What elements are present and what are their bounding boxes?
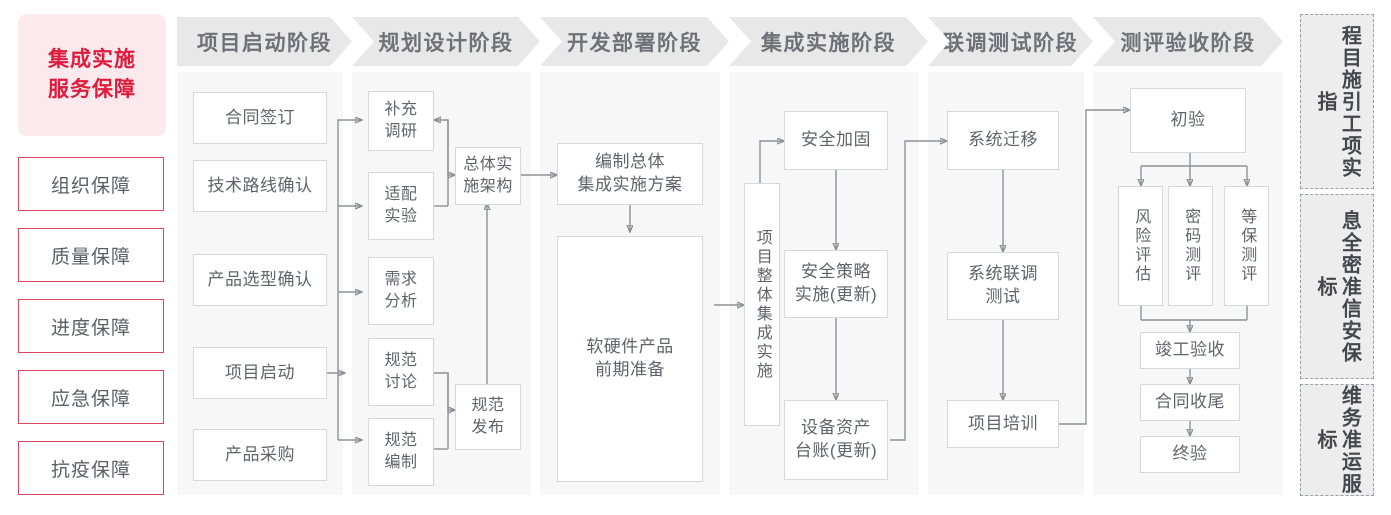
node-jungong-yanshou[interactable]: 竣工验收 bbox=[1140, 332, 1240, 369]
node-bianzhi-fangan[interactable]: 编制总体 集成实施方案 bbox=[557, 143, 703, 205]
standard-panel-security[interactable]: 息全密准信安保标 bbox=[1300, 194, 1374, 379]
guarantee-item-4[interactable]: 抗疫保障 bbox=[18, 441, 164, 495]
guarantee-item-0[interactable]: 组织保障 bbox=[18, 157, 164, 211]
phase-header-3[interactable]: 开发部署阶段 bbox=[540, 17, 729, 66]
phase-header-1[interactable]: 项目启动阶段 bbox=[177, 17, 352, 66]
node-guifan-taolun[interactable]: 规范 讨论 bbox=[368, 338, 434, 406]
node-xitong-liandiao[interactable]: 系统联调 测试 bbox=[947, 252, 1059, 320]
node-shipei-shiyan[interactable]: 适配 实验 bbox=[368, 172, 434, 240]
node-xiangmu-peixun[interactable]: 项目培训 bbox=[947, 400, 1059, 448]
lead-title-line1: 集成实施 bbox=[48, 47, 136, 71]
node-zhongyan[interactable]: 终验 bbox=[1140, 436, 1240, 473]
guarantee-item-3[interactable]: 应急保障 bbox=[18, 370, 164, 424]
node-ruanyingjian-zhunbei[interactable]: 软硬件产品 前期准备 bbox=[557, 236, 703, 482]
node-shebei-zichan[interactable]: 设备资产 台账(更新) bbox=[784, 400, 888, 480]
phase-header-4[interactable]: 集成实施阶段 bbox=[729, 17, 928, 66]
node-chuyan[interactable]: 初验 bbox=[1130, 88, 1246, 153]
lead-title-line2: 服务保障 bbox=[48, 78, 136, 101]
node-hetong-shouwei[interactable]: 合同收尾 bbox=[1140, 384, 1240, 421]
node-anquan-jiagu[interactable]: 安全加固 bbox=[784, 111, 888, 170]
node-fengxian-pinggu[interactable]: 风险评估 bbox=[1118, 186, 1163, 306]
node-guifan-fabu[interactable]: 规范 发布 bbox=[455, 384, 521, 450]
standard-label-engineering: 程目施引工项实指 bbox=[1314, 24, 1361, 179]
standard-label-security: 息全密准信安保标 bbox=[1314, 209, 1361, 364]
node-mima-ceping[interactable]: 密码测评 bbox=[1168, 186, 1213, 306]
node-jishu-luxian[interactable]: 技术路线确认 bbox=[193, 160, 327, 212]
node-hetong-qianding[interactable]: 合同签订 bbox=[193, 92, 327, 144]
node-chanpin-xuanxing[interactable]: 产品选型确认 bbox=[193, 254, 327, 306]
standard-label-ops: 维务准运服标 bbox=[1314, 385, 1361, 495]
node-xuqiu-fenxi[interactable]: 需求 分析 bbox=[368, 257, 434, 325]
node-dengbao-ceping[interactable]: 等保测评 bbox=[1224, 186, 1269, 306]
phase-header-5[interactable]: 联调测试阶段 bbox=[928, 17, 1093, 66]
node-zhengti-jicheng[interactable]: 项目整体集成实施 bbox=[744, 183, 780, 426]
guarantee-item-2[interactable]: 进度保障 bbox=[18, 299, 164, 353]
phase-header-6[interactable]: 测评验收阶段 bbox=[1093, 17, 1283, 66]
lead-title-card: 集成实施 服务保障 bbox=[18, 14, 166, 136]
standard-panel-ops[interactable]: 维务准运服标 bbox=[1300, 384, 1374, 496]
node-xiangmu-qidong[interactable]: 项目启动 bbox=[193, 347, 327, 399]
guarantee-item-1[interactable]: 质量保障 bbox=[18, 228, 164, 282]
node-chanpin-caigou[interactable]: 产品采购 bbox=[193, 429, 327, 481]
standard-panel-engineering[interactable]: 程目施引工项实指 bbox=[1300, 14, 1374, 189]
node-anquan-celue[interactable]: 安全策略 实施(更新) bbox=[784, 250, 888, 318]
node-zongti-jiagou[interactable]: 总体实 施架构 bbox=[455, 147, 521, 205]
node-xitong-qianyi[interactable]: 系统迁移 bbox=[947, 111, 1059, 170]
phase-header-2[interactable]: 规划设计阶段 bbox=[352, 17, 540, 66]
node-guifan-bianzhi[interactable]: 规范 编制 bbox=[368, 418, 434, 486]
node-buchong-diaoyan[interactable]: 补充 调研 bbox=[368, 91, 434, 151]
